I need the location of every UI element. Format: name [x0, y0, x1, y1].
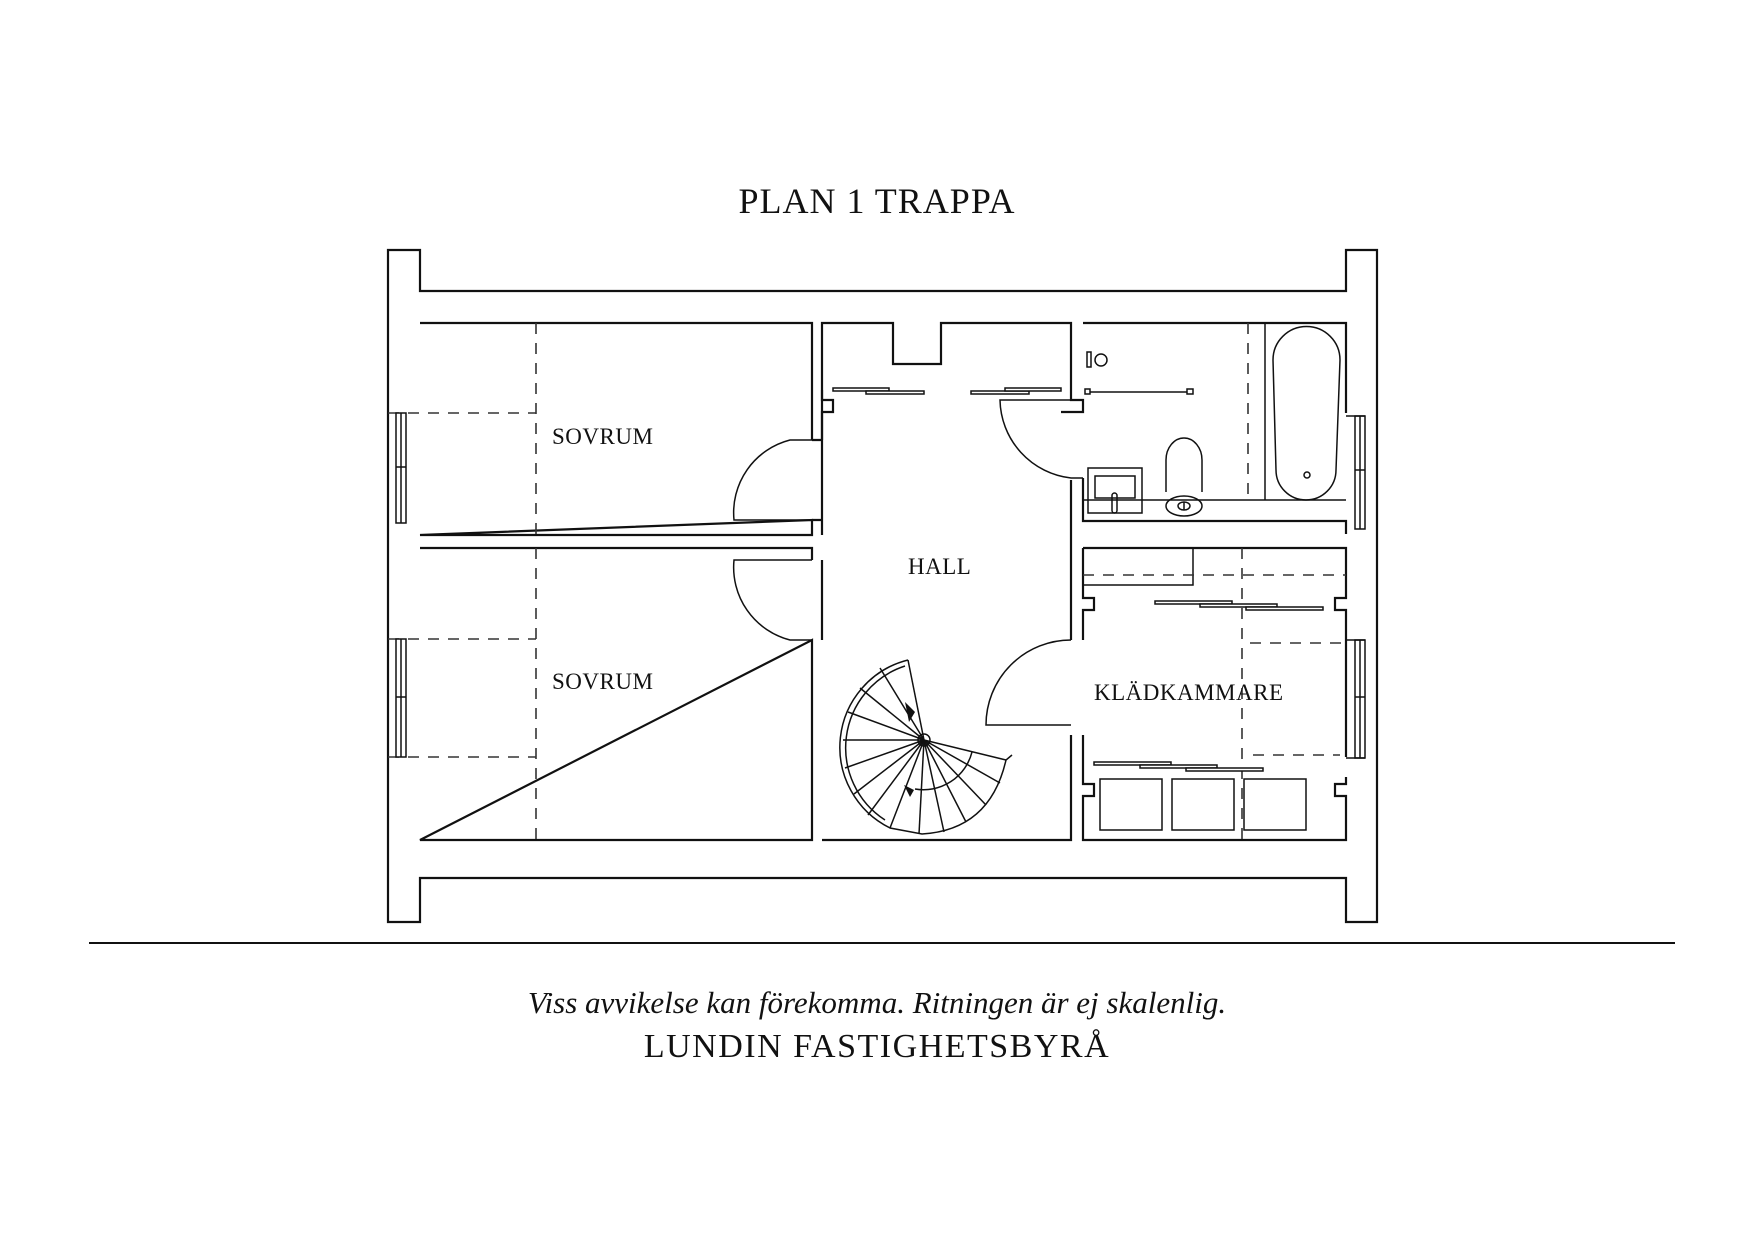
spiral-staircase-icon: [839, 659, 1013, 835]
outer-walls: [386, 248, 1379, 924]
disclaimer-text: Viss avvikelse kan förekomma. Ritningen …: [527, 985, 1227, 1020]
tap-icon: [1086, 351, 1108, 368]
room-sovrum-upper: [388, 321, 814, 537]
company-name: LUNDIN FASTIGHETSBYRÅ: [643, 1028, 1111, 1065]
door-swing-icon: [999, 399, 1083, 479]
door-swing-icon: [732, 439, 812, 521]
plan-title: PLAN 1 TRAPPA: [738, 181, 1016, 221]
window-icon: [395, 638, 407, 758]
sliding-door-icon: [1093, 600, 1324, 772]
window-icon: [395, 412, 407, 524]
room-kladkammare: [1081, 546, 1365, 845]
window-icon: [1354, 639, 1366, 759]
room-label-hall: HALL: [908, 554, 971, 579]
room-sovrum-lower: [388, 546, 814, 842]
toilet-icon: [1165, 437, 1203, 517]
room-hall: [812, 321, 1085, 842]
sliding-door-icon: [832, 387, 1062, 395]
door-swing-icon: [985, 639, 1072, 726]
room-bathroom: [1081, 321, 1365, 534]
room-label-sovrum-lower: SOVRUM: [552, 669, 653, 694]
bathtub-icon: [1272, 325, 1341, 501]
room-label-sovrum-upper: SOVRUM: [552, 424, 653, 449]
footer-divider: [89, 942, 1675, 944]
window-icon: [1354, 415, 1366, 530]
wardrobe-icon: [1099, 778, 1307, 831]
door-swing-icon: [732, 559, 812, 641]
room-label-kladkammare: KLÄDKAMMARE: [1094, 680, 1284, 705]
sink-icon: [1087, 467, 1143, 514]
